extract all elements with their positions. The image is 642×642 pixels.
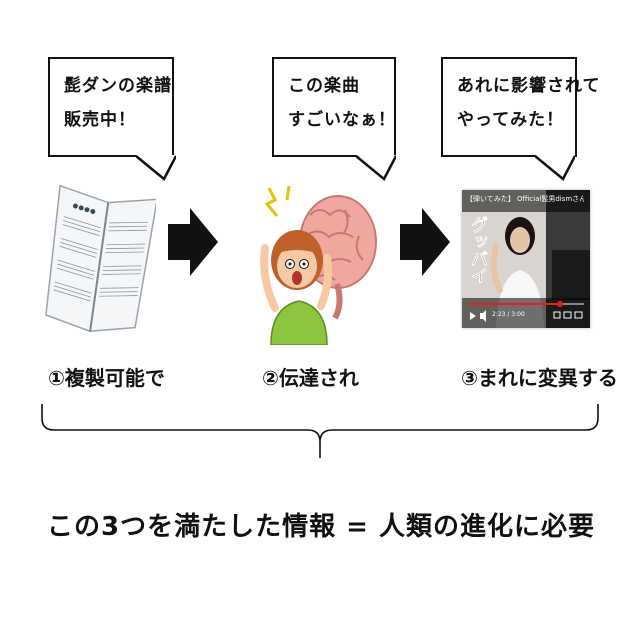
person-with-brain-icon bbox=[260, 185, 377, 345]
bubble-2-tail bbox=[356, 155, 396, 181]
conclusion-text: この3つを満たした情報 = 人類の進化に必要 bbox=[47, 512, 595, 542]
speech-bubble-3: あれに影響されて やってみた！ bbox=[441, 57, 600, 181]
volume-icon bbox=[480, 310, 486, 322]
video-frame bbox=[462, 190, 590, 328]
speech-bubble-1: 髭ダンの楽譜 販売中！ bbox=[48, 57, 176, 181]
step-2-label: ②伝達され bbox=[262, 366, 359, 390]
speech-bubble-2: この楽曲 すごいなぁ！ bbox=[272, 57, 396, 181]
step-1-label: ①複製可能で bbox=[48, 366, 165, 390]
play-icon bbox=[470, 312, 476, 320]
video-thumbnail[interactable]: 【弾いてみた】 Official髭男dismさんのPrete... グッバイ 2… bbox=[462, 190, 590, 328]
arrow-right-icon-2 bbox=[400, 208, 450, 276]
bubble-1-line-1: 髭ダンの楽譜 bbox=[64, 76, 172, 96]
step-3-label: ③まれに変異する bbox=[461, 366, 618, 390]
bubble-3-line-2: やってみた！ bbox=[457, 110, 565, 130]
bubble-1-line-2: 販売中！ bbox=[64, 110, 136, 130]
video-time: 2:23 / 3:00 bbox=[492, 311, 525, 318]
bubble-2-line-2: すごいなぁ！ bbox=[288, 110, 396, 130]
sheet-music-book-icon bbox=[45, 184, 156, 333]
fullscreen-icon bbox=[574, 311, 583, 319]
arrow-right-icon-1 bbox=[168, 208, 218, 276]
bubble-2-line-1: この楽曲 bbox=[288, 76, 360, 96]
video-title[interactable]: 【弾いてみた】 Official髭男dismさんのPrete... bbox=[466, 195, 584, 203]
miniplayer-icon bbox=[563, 311, 572, 319]
bubble-3-tail bbox=[535, 155, 575, 181]
settings-icon bbox=[553, 311, 561, 319]
bubble-1-tail bbox=[136, 155, 176, 181]
video-overlay-text: グッバイ bbox=[467, 216, 488, 285]
